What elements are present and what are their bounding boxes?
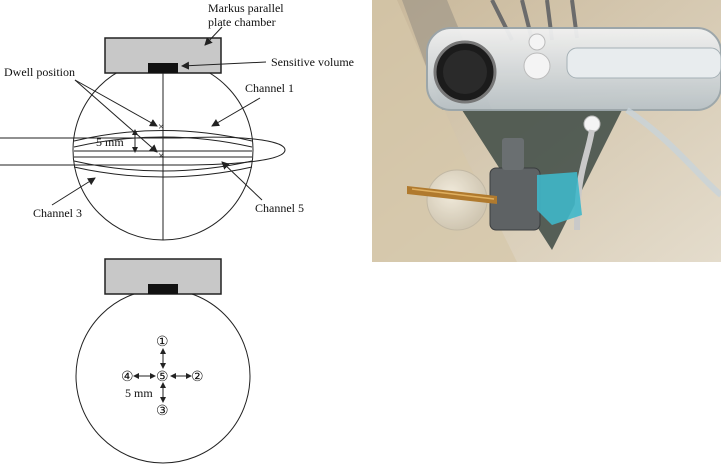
chamber-label-line1: Markus parallel [208, 1, 284, 15]
channel-5-pointer [221, 161, 263, 201]
sensitive-volume-bottom [148, 284, 178, 294]
channel-3-label: Channel 3 [33, 206, 82, 220]
experimental-setup-photo [372, 0, 721, 262]
chamber-pointer [204, 26, 223, 46]
sensitive-volume-label: Sensitive volume [271, 55, 354, 69]
photo-illustration [372, 0, 721, 262]
spacing-label: 5 mm [96, 135, 124, 149]
tube-right [625, 107, 721, 198]
knob-2 [528, 33, 546, 51]
grey-clamp [489, 167, 541, 231]
dwell-position-label: Dwell position [4, 65, 75, 79]
sensitive-volume [148, 63, 178, 73]
catheter-tube [0, 136, 286, 166]
dwell-mark-lower: × [158, 150, 164, 162]
top-diagram: × × 5 mm Markus parallel plate chamber S… [0, 1, 354, 241]
position-3-label: ③ [156, 404, 169, 419]
catheter-highlight [411, 188, 495, 200]
knob-1 [523, 52, 551, 80]
channel-1-pointer [211, 97, 261, 127]
cables-top [490, 0, 579, 41]
channel-3-pointer [51, 177, 96, 206]
clamp-neck [502, 138, 524, 170]
sensitive-volume-pointer [181, 61, 267, 70]
chamber-label-line2: plate chamber [208, 15, 276, 29]
blue-block [537, 172, 582, 225]
position-5-label: ⑤ [156, 370, 169, 385]
dwell-pointer-upper [74, 79, 158, 127]
channel-5-label: Channel 5 [255, 201, 304, 215]
channel-1-label: Channel 1 [245, 81, 294, 95]
position-4-label: ④ [121, 370, 134, 385]
dwell-mark-upper: × [158, 121, 164, 133]
chamber-face [443, 50, 487, 94]
holder-slot [566, 47, 721, 79]
dwell-pointer-lower [74, 79, 158, 153]
knob-3 [583, 115, 601, 133]
bottom-diagram: ① ② ③ ④ ⑤ 5 mm [75, 258, 251, 464]
position-2-label: ② [191, 370, 204, 385]
spacing-label-bottom: 5 mm [125, 386, 153, 400]
position-1-label: ① [156, 335, 169, 350]
